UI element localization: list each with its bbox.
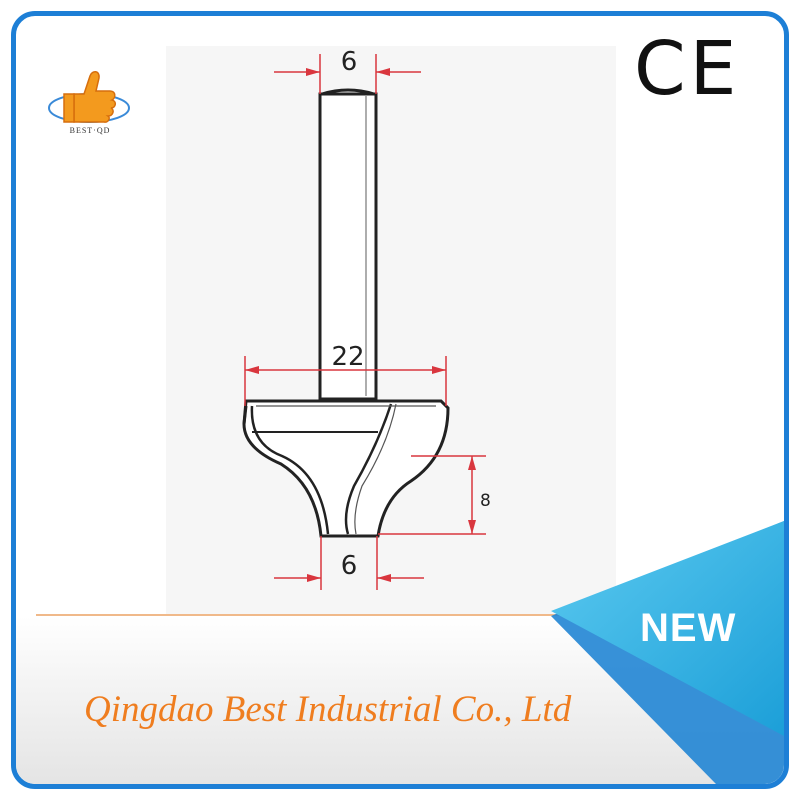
drawing-background: [166, 46, 616, 621]
company-name: Qingdao Best Industrial Co., Ltd: [84, 689, 572, 730]
router-bit-drawing: 6 22 8: [242, 47, 491, 590]
brand-name: BEST·QD: [69, 126, 111, 135]
shank-dimension: [274, 54, 421, 94]
thumbs-up-logo-icon: [48, 71, 130, 123]
new-badge: NEW: [640, 606, 737, 650]
height-dimension: [378, 455, 486, 535]
shank: [318, 88, 378, 401]
product-frame: BEST·QD CE: [11, 11, 789, 789]
cutter-head: [242, 399, 450, 538]
height-dimension-label: 8: [480, 491, 491, 511]
tip-dimension: [274, 536, 424, 590]
cutter-dimension-label: 22: [331, 342, 364, 372]
tip-dimension-label: 6: [341, 551, 358, 581]
shank-dimension-label: 6: [341, 47, 358, 77]
divider-line: [36, 614, 576, 616]
ce-certification-mark: CE: [634, 26, 741, 112]
cutter-dimension: [244, 356, 447, 406]
